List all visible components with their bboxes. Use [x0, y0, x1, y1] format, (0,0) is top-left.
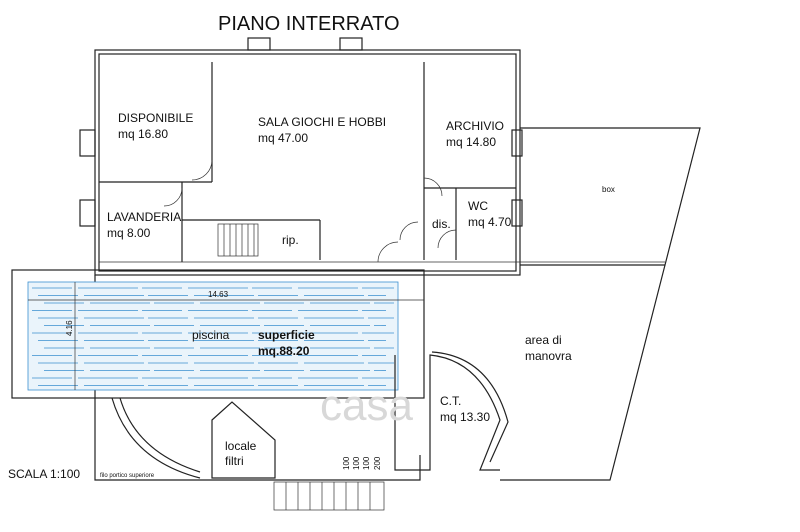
label-filo-portico: filo portico superiore: [100, 473, 155, 479]
label-dis: dis.: [432, 217, 451, 231]
dim-small-3: 100: [362, 456, 371, 470]
dim-width-label: 4.16: [65, 320, 74, 336]
scale-label: SCALA 1:100: [8, 467, 80, 481]
room-area-wc: mq 4.70: [468, 215, 512, 229]
outer-wall-lower-right: [500, 264, 666, 481]
pool: [11, 269, 425, 399]
label-rip: rip.: [282, 233, 299, 247]
stairs-upper: [217, 223, 259, 257]
stairs-lower: [273, 481, 385, 511]
box-outline: [520, 127, 701, 266]
window-icon: [511, 199, 523, 227]
label-filtri: filtri: [225, 454, 244, 468]
windows: [79, 37, 523, 227]
room-name-ct: C.T.: [440, 394, 461, 408]
room-area-sala: mq 47.00: [258, 131, 308, 145]
room-area-disponibile: mq 16.80: [118, 127, 168, 141]
room-area-ct: mq 13.30: [440, 410, 490, 424]
label-box: box: [602, 185, 615, 194]
dim-small-4: 200: [373, 456, 382, 470]
room-name-disponibile: DISPONIBILE: [118, 111, 193, 125]
label-locale: locale: [225, 439, 257, 453]
window-icon: [79, 129, 96, 157]
door-icon: [191, 159, 213, 181]
window-icon: [511, 129, 523, 157]
room-name-wc: WC: [468, 199, 488, 213]
door-icon: [377, 241, 399, 263]
curved-wall-inner: [119, 397, 201, 473]
door-icon: [423, 177, 443, 197]
dim-small-2: 100: [352, 456, 361, 470]
doors: [163, 159, 457, 263]
building-walls: [94, 49, 701, 481]
dim-small-1: 100: [342, 456, 351, 470]
pool-lanes: [32, 287, 394, 386]
label-manovra: manovra: [525, 349, 572, 363]
label-superficie: superficie: [258, 328, 315, 342]
window-icon: [79, 199, 96, 227]
plan-title: PIANO INTERRATO: [218, 13, 400, 35]
door-icon: [437, 229, 457, 249]
door-icon: [399, 221, 419, 241]
label-superficie-value: mq.88.20: [258, 344, 310, 358]
room-name-archivio: ARCHIVIO: [446, 119, 504, 133]
door-icon: [163, 187, 183, 207]
dim-length-label: 14.63: [208, 290, 229, 299]
watermark-text: casa: [320, 381, 413, 430]
label-piscina: piscina: [192, 328, 230, 342]
locale-filtri-room: [211, 401, 276, 479]
room-name-lavanderia: LAVANDERIA: [107, 210, 181, 224]
ct-room: [394, 351, 509, 471]
curved-wall: [111, 397, 201, 479]
room-name-sala: SALA GIOCHI E HOBBI: [258, 115, 386, 129]
outer-wall-upper: [94, 49, 521, 276]
room-area-lavanderia: mq 8.00: [107, 226, 151, 240]
label-area-di: area di: [525, 333, 562, 347]
pool-outer: [11, 269, 425, 399]
window-icon: [339, 37, 363, 51]
inner-wall-upper: [98, 53, 517, 272]
window-icon: [247, 37, 271, 51]
room-area-archivio: mq 14.80: [446, 135, 496, 149]
